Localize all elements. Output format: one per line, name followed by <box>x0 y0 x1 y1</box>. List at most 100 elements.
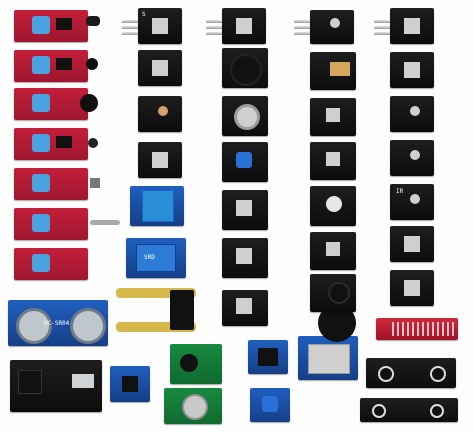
barrel-jack-icon <box>18 370 42 394</box>
header-pins-icon <box>374 32 390 35</box>
coin-cell-icon <box>182 394 208 420</box>
relay-label: SRD <box>144 254 155 261</box>
black-module-8 <box>222 238 268 278</box>
component-icon <box>152 152 168 168</box>
component-icon <box>152 18 168 34</box>
photoresistor-icon <box>158 106 168 116</box>
chip-icon <box>56 58 72 70</box>
module-s-label: S <box>142 11 146 18</box>
relay-module: SRD <box>126 238 186 278</box>
header-pins-icon <box>294 26 310 29</box>
black-module-13 <box>310 142 356 180</box>
black-module-4 <box>138 142 182 178</box>
crystal-icon <box>330 62 350 76</box>
sensor-module-4 <box>14 128 88 160</box>
ir-led-left-icon <box>378 366 394 382</box>
ultrasonic-label: HC-SR04 <box>44 320 70 327</box>
ultrasonic-sensor: HC-SR04 <box>8 300 108 346</box>
header-pins-icon <box>374 20 390 23</box>
soil-moisture-board-icon <box>170 290 194 330</box>
black-module-1: S <box>138 8 182 44</box>
black-module-11 <box>310 52 356 90</box>
black-module-17 <box>390 8 434 44</box>
header-pins-icon <box>206 32 222 35</box>
component-icon <box>404 236 420 252</box>
potentiometer-icon <box>236 152 252 168</box>
potentiometer-icon <box>32 56 50 74</box>
sensor-traces-icon <box>392 322 454 336</box>
black-module-23 <box>390 270 434 306</box>
thermistor-icon <box>90 178 100 188</box>
component-icon <box>326 152 340 166</box>
header-pins-icon <box>122 20 138 23</box>
power-supply-module <box>10 360 102 412</box>
usb-port-icon <box>72 374 94 388</box>
dht-sensor-icon <box>142 190 174 222</box>
ir-obstacle-sensor-2 <box>360 398 458 422</box>
potentiometer-icon <box>32 134 50 152</box>
ir-led-left-icon <box>372 404 386 418</box>
black-module-2 <box>138 50 182 86</box>
ultrasonic-transducer-right-icon <box>70 308 106 344</box>
led-icon <box>410 106 420 116</box>
led-dome-icon <box>326 196 342 212</box>
black-module-22 <box>390 226 434 262</box>
component-icon <box>404 280 420 296</box>
header-pins-icon <box>206 20 222 23</box>
component-icon <box>236 200 252 216</box>
buzzer-icon <box>328 282 350 304</box>
header-pins-icon <box>294 32 310 35</box>
chip-icon <box>258 348 278 366</box>
potentiometer-icon <box>32 254 50 272</box>
imu-module <box>110 366 150 402</box>
header-pins-icon <box>374 26 390 29</box>
sound-sensor-module <box>14 88 88 120</box>
black-module-5 <box>222 8 266 44</box>
potentiometer-icon <box>32 94 50 112</box>
black-module-20 <box>390 140 434 176</box>
sd-card-module <box>298 336 358 380</box>
led-icon <box>88 138 98 148</box>
ir-led-right-icon <box>430 366 446 382</box>
component-icon <box>404 62 420 78</box>
blue-module-1 <box>248 340 288 374</box>
black-module-7 <box>222 190 268 230</box>
header-pins-icon <box>122 26 138 29</box>
microphone-icon <box>80 94 98 112</box>
reed-switch-icon <box>90 220 120 225</box>
rotary-encoder-module <box>222 96 268 136</box>
black-module-19 <box>390 96 434 132</box>
buzzer-icon <box>230 54 262 86</box>
led-icon <box>330 18 340 28</box>
black-module-10 <box>310 10 354 44</box>
sensor-module-2 <box>14 50 88 82</box>
buzzer-module <box>222 48 268 88</box>
black-module-9 <box>222 290 268 326</box>
chip-icon <box>122 376 138 392</box>
sensor-module-1 <box>14 10 88 42</box>
header-pins-icon <box>122 32 138 35</box>
led-icon <box>410 194 420 204</box>
sensor-module-7 <box>14 248 88 280</box>
black-module-15 <box>310 232 356 270</box>
potentiometer-icon <box>32 214 50 232</box>
green-power-module <box>170 344 222 384</box>
ir-led-right-icon <box>430 404 444 418</box>
component-icon <box>236 248 252 264</box>
sensor-probe-icon <box>86 16 100 26</box>
black-module-6 <box>222 142 268 182</box>
potentiometer-icon <box>32 174 50 192</box>
component-icon <box>236 18 252 34</box>
component-icon <box>152 60 168 76</box>
component-icon <box>236 298 252 314</box>
header-pins-icon <box>206 26 222 29</box>
inductor-icon <box>180 354 198 372</box>
button-icon <box>326 108 340 122</box>
black-module-21: IR <box>390 184 434 220</box>
soil-moisture-probe-top-icon <box>116 288 196 298</box>
ultrasonic-transducer-left-icon <box>16 308 52 344</box>
flame-sensor-icon <box>86 58 98 70</box>
soil-moisture-probe-bottom-icon <box>116 322 196 332</box>
chip-icon <box>56 136 72 148</box>
